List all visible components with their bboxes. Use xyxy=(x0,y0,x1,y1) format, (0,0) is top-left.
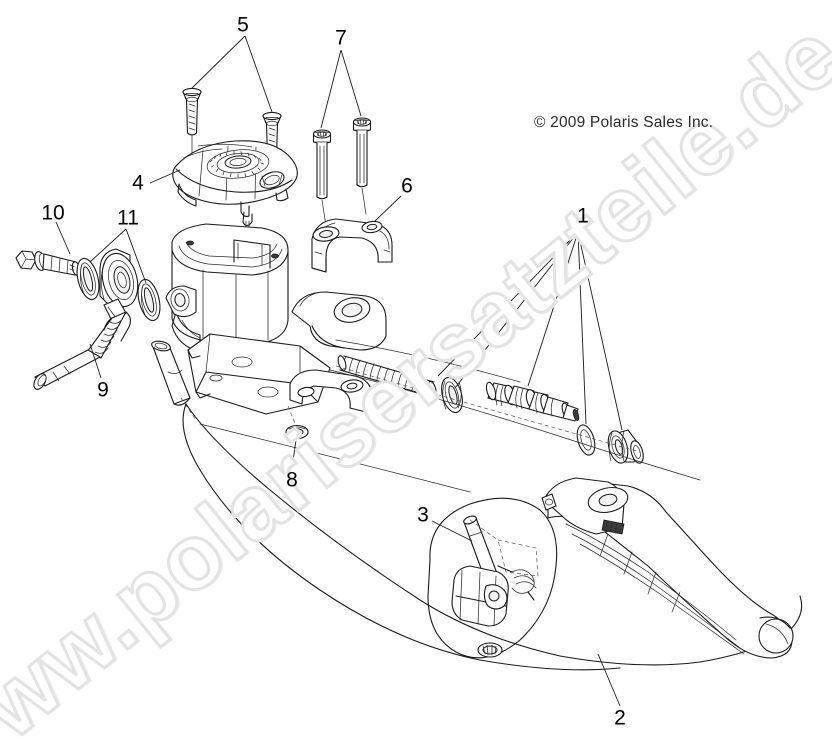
clamp-bolt-right xyxy=(352,117,372,188)
part-4-reservoir-cover xyxy=(172,140,298,228)
copyright-notice: © 2009 Polaris Sales Inc. xyxy=(534,114,714,131)
return-spring xyxy=(337,355,437,398)
leader-lines xyxy=(55,35,623,707)
callout-4[interactable]: 4 xyxy=(132,171,144,195)
clamp-bolt-left xyxy=(312,129,332,200)
cover-screw-left xyxy=(182,87,202,136)
sealing-washer-right xyxy=(137,278,161,322)
sealing-washer-left xyxy=(76,257,100,301)
piston-assembly xyxy=(485,381,580,422)
part-1-piston-kit xyxy=(335,355,644,464)
part-8-retaining-washer xyxy=(285,405,309,440)
switch-spring xyxy=(497,565,537,601)
callout-5[interactable]: 5 xyxy=(237,13,249,37)
assembly-hint-lines xyxy=(199,339,701,493)
part-3-brake-light-switch xyxy=(427,497,558,659)
callout-10[interactable]: 10 xyxy=(41,201,65,225)
callout-6[interactable]: 6 xyxy=(401,174,413,198)
callout-3[interactable]: 3 xyxy=(417,503,429,527)
callout-8[interactable]: 8 xyxy=(286,468,298,492)
part-7-clamp-bolts xyxy=(312,117,372,227)
cylinder-pin-left xyxy=(151,340,197,421)
part-5-cover-screws xyxy=(182,87,282,187)
part-11-sealing-washers xyxy=(76,257,161,322)
callout-11[interactable]: 11 xyxy=(117,206,139,230)
dust-boot xyxy=(607,429,644,464)
flat-washer xyxy=(576,424,596,456)
part-10-banjo-bolt xyxy=(15,250,81,276)
master-cylinder-body xyxy=(165,223,387,415)
cup-seal xyxy=(441,376,463,414)
callout-9[interactable]: 9 xyxy=(97,378,109,402)
part-9-banjo-fitting-hose xyxy=(33,248,139,390)
hose-strain-relief xyxy=(86,311,132,359)
part-2-brake-lever xyxy=(182,403,803,671)
callout-2[interactable]: 2 xyxy=(614,706,626,730)
part-6-handlebar-clamp xyxy=(311,218,393,273)
callout-1[interactable]: 1 xyxy=(577,204,589,228)
callout-7[interactable]: 7 xyxy=(335,26,347,50)
